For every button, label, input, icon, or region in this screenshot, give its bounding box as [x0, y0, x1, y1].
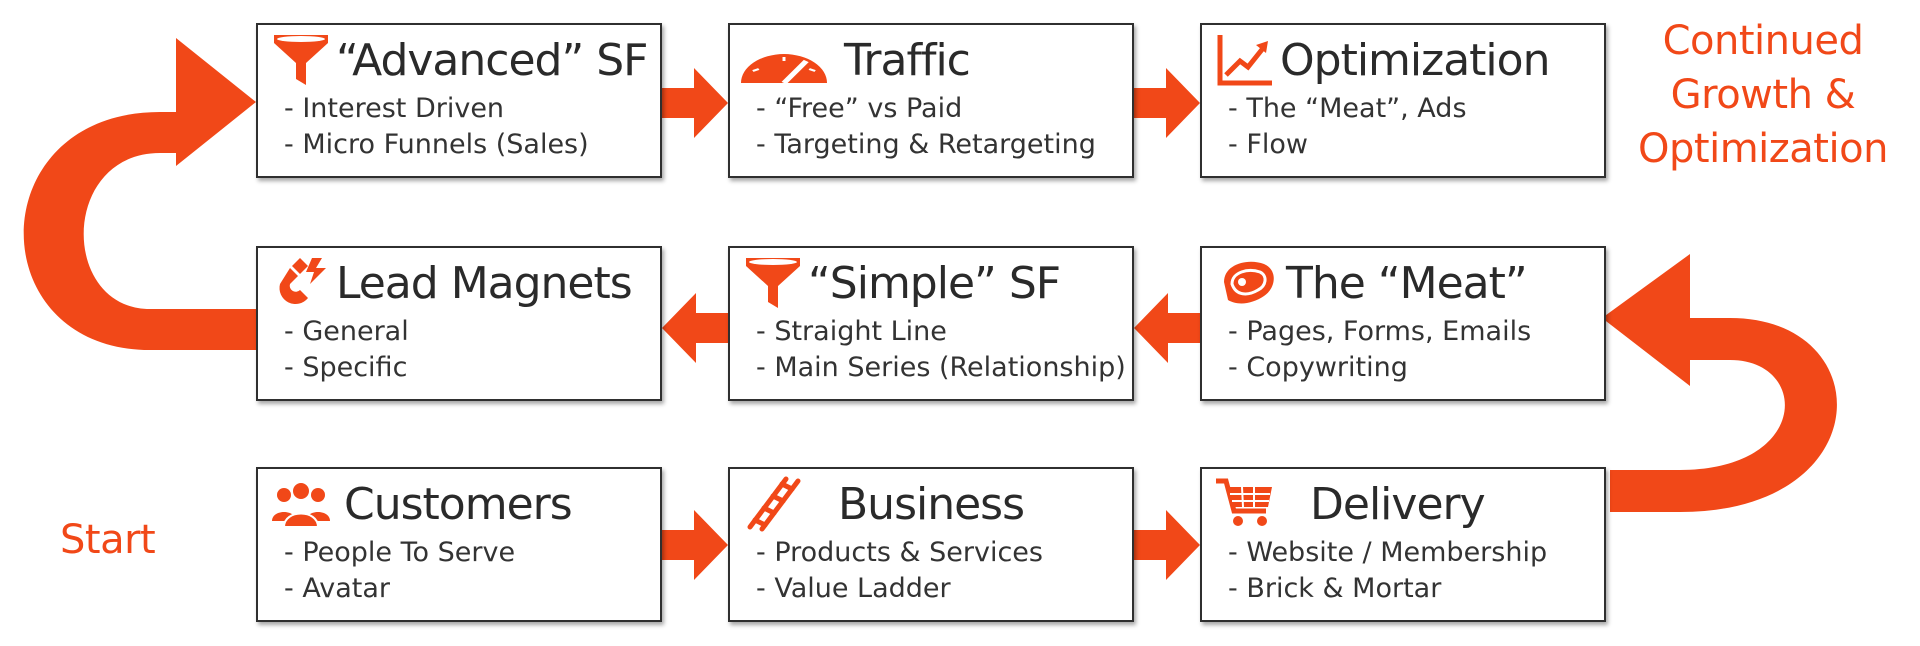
- growth-chart-icon: [1217, 35, 1272, 86]
- box-line: - “Free” vs Paid: [756, 93, 963, 124]
- box-line: - Main Series (Relationship): [756, 352, 1126, 383]
- box-line: - The “Meat”, Ads: [1228, 93, 1467, 124]
- box-lead-magnets: Lead Magnets - General - Specific: [256, 246, 662, 401]
- box-traffic: Traffic - “Free” vs Paid - Targeting & R…: [728, 23, 1134, 178]
- box-line: - General: [284, 316, 409, 347]
- continued-line: Growth &: [1670, 72, 1856, 118]
- continued-line: Optimization: [1638, 126, 1888, 172]
- left-loop-arrow: [23, 38, 257, 350]
- box-line: - Targeting & Retargeting: [756, 129, 1096, 160]
- box-title: Traffic: [844, 35, 971, 86]
- arrow-advanced-to-traffic: [662, 68, 728, 138]
- people-icon: [272, 481, 330, 528]
- arrow-traffic-to-optimization: [1134, 68, 1200, 138]
- box-line: - Products & Services: [756, 537, 1043, 568]
- steak-icon: [1224, 261, 1274, 304]
- box-line: - Value Ladder: [756, 573, 951, 604]
- box-delivery: Delivery - Website / Membership - Brick …: [1200, 467, 1606, 622]
- box-customers: Customers - People To Serve - Avatar: [256, 467, 662, 622]
- speedometer-icon: [740, 54, 828, 85]
- box-advanced-sf: “Advanced” SF - Interest Driven - Micro …: [256, 23, 662, 178]
- arrow-customers-to-business: [662, 510, 728, 580]
- arrow-simple-to-lead: [662, 293, 728, 363]
- box-title: “Simple” SF: [808, 258, 1061, 309]
- ladder-icon: [747, 476, 801, 532]
- box-line: - People To Serve: [284, 537, 516, 568]
- box-title: Customers: [344, 479, 573, 530]
- funnel-icon: [746, 258, 800, 308]
- start-label: Start: [60, 517, 156, 563]
- box-line: - Micro Funnels (Sales): [284, 129, 589, 160]
- right-loop-arrow: [1602, 254, 1837, 512]
- box-title: Optimization: [1280, 35, 1550, 86]
- box-simple-sf: “Simple” SF - Straight Line - Main Serie…: [728, 246, 1134, 401]
- box-title: Lead Magnets: [336, 258, 633, 309]
- shopping-cart-icon: [1216, 478, 1272, 526]
- box-title: Business: [838, 479, 1025, 530]
- funnel-icon: [274, 35, 328, 85]
- arrow-business-to-delivery: [1134, 510, 1200, 580]
- box-line: - Specific: [284, 352, 408, 383]
- box-line: - Straight Line: [756, 316, 947, 347]
- box-title: “Advanced” SF: [336, 35, 648, 86]
- continued-line: Continued: [1662, 18, 1864, 64]
- box-line: - Brick & Mortar: [1228, 573, 1442, 604]
- continued-growth-label: Continued Growth & Optimization: [1610, 14, 1916, 176]
- box-business: Business - Products & Services - Value L…: [728, 467, 1134, 622]
- arrow-meat-to-simple: [1134, 293, 1200, 363]
- box-line: - Avatar: [284, 573, 390, 604]
- box-line: - Pages, Forms, Emails: [1228, 316, 1532, 347]
- box-line: - Website / Membership: [1228, 537, 1548, 568]
- box-line: - Copywriting: [1228, 352, 1408, 383]
- magnet-icon: [279, 258, 326, 305]
- box-title: The “Meat”: [1286, 258, 1528, 309]
- box-the-meat: The “Meat” - Pages, Forms, Emails - Copy…: [1200, 246, 1606, 401]
- box-line: - Flow: [1228, 129, 1308, 160]
- box-title: Delivery: [1310, 479, 1486, 530]
- box-optimization: Optimization - The “Meat”, Ads - Flow: [1200, 23, 1606, 178]
- box-line: - Interest Driven: [284, 93, 505, 124]
